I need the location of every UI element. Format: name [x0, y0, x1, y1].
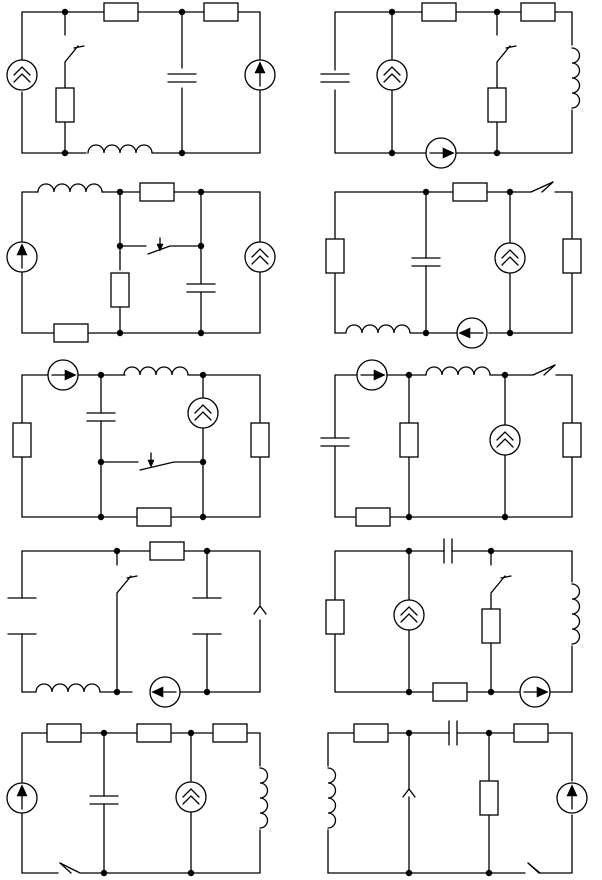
circuit-3	[6, 182, 276, 343]
resistor-icon	[432, 682, 468, 702]
circuit-4	[325, 181, 582, 349]
current-source-icon	[456, 317, 488, 349]
resistor-icon	[487, 87, 507, 123]
inductor-icon	[345, 324, 411, 334]
resistor-icon	[250, 422, 270, 458]
resistor-icon	[53, 323, 89, 343]
capacitor-icon	[320, 73, 350, 83]
resistor-icon	[452, 182, 488, 202]
dependent-source-icon	[376, 59, 408, 91]
circuit-2	[320, 2, 581, 169]
capacitor-icon	[167, 73, 197, 83]
dependent-source-icon	[494, 242, 526, 274]
dependent-source-icon	[6, 59, 38, 91]
circuit-6	[320, 359, 582, 527]
resistor-icon	[513, 723, 549, 743]
current-source-icon	[425, 137, 457, 169]
capacitor-icon	[186, 283, 216, 293]
current-source-icon	[556, 782, 588, 814]
circuit-5	[12, 359, 270, 527]
circuit-7	[7, 541, 267, 708]
capacitor-icon	[448, 720, 458, 746]
capacitor-icon	[86, 412, 116, 422]
current-source-icon	[149, 676, 181, 708]
inductor-icon	[425, 366, 491, 376]
open-terminals-icon	[402, 788, 416, 798]
inductor-icon	[123, 366, 189, 376]
inductor-icon	[327, 767, 337, 829]
resistor-icon	[136, 507, 172, 527]
dependent-source-icon	[175, 781, 207, 813]
resistor-icon	[399, 422, 419, 458]
resistor-icon	[325, 238, 345, 274]
current-source-icon	[47, 359, 79, 391]
inductor-icon	[571, 47, 581, 109]
resistor-icon	[12, 422, 32, 458]
capacitor-icon	[411, 257, 441, 267]
capacitor-icon	[7, 597, 37, 635]
resistor-icon	[325, 599, 345, 635]
resistor-icon	[562, 422, 582, 458]
resistor-icon	[421, 2, 457, 22]
resistor-icon	[203, 2, 239, 22]
inductor-icon	[571, 583, 581, 645]
resistor-icon	[353, 723, 389, 743]
capacitor-icon	[89, 795, 119, 805]
capacitor-icon	[192, 597, 222, 635]
resistor-icon	[103, 2, 139, 22]
dependent-source-icon	[393, 599, 425, 631]
resistor-icon	[520, 2, 556, 22]
circuit-8	[325, 538, 581, 708]
dependent-source-icon	[244, 241, 276, 273]
capacitor-icon	[320, 437, 350, 447]
resistor-icon	[355, 507, 391, 527]
inductor-icon	[35, 683, 101, 693]
resistor-icon	[479, 780, 499, 816]
current-source-icon	[519, 676, 551, 708]
resistor-icon	[46, 723, 82, 743]
inductor-icon	[259, 767, 269, 829]
resistor-icon	[110, 272, 130, 308]
open-terminals-icon	[253, 605, 267, 615]
capacitor-icon	[443, 538, 453, 564]
current-source-icon	[6, 782, 38, 814]
circuit-9	[6, 723, 269, 877]
circuit-10	[327, 720, 588, 877]
circuit-1	[6, 2, 276, 157]
resistor-icon	[136, 723, 172, 743]
resistor-icon	[212, 723, 248, 743]
inductor-icon	[87, 144, 153, 154]
current-source-icon	[244, 59, 276, 91]
resistor-icon	[562, 238, 582, 274]
dependent-source-icon	[187, 397, 219, 429]
resistor-icon	[481, 608, 501, 644]
resistor-icon	[149, 541, 185, 561]
current-source-icon	[6, 241, 38, 273]
current-source-icon	[356, 359, 388, 391]
dependent-source-icon	[489, 424, 521, 456]
inductor-icon	[37, 183, 103, 193]
resistor-icon	[55, 87, 75, 123]
resistor-icon	[139, 182, 175, 202]
